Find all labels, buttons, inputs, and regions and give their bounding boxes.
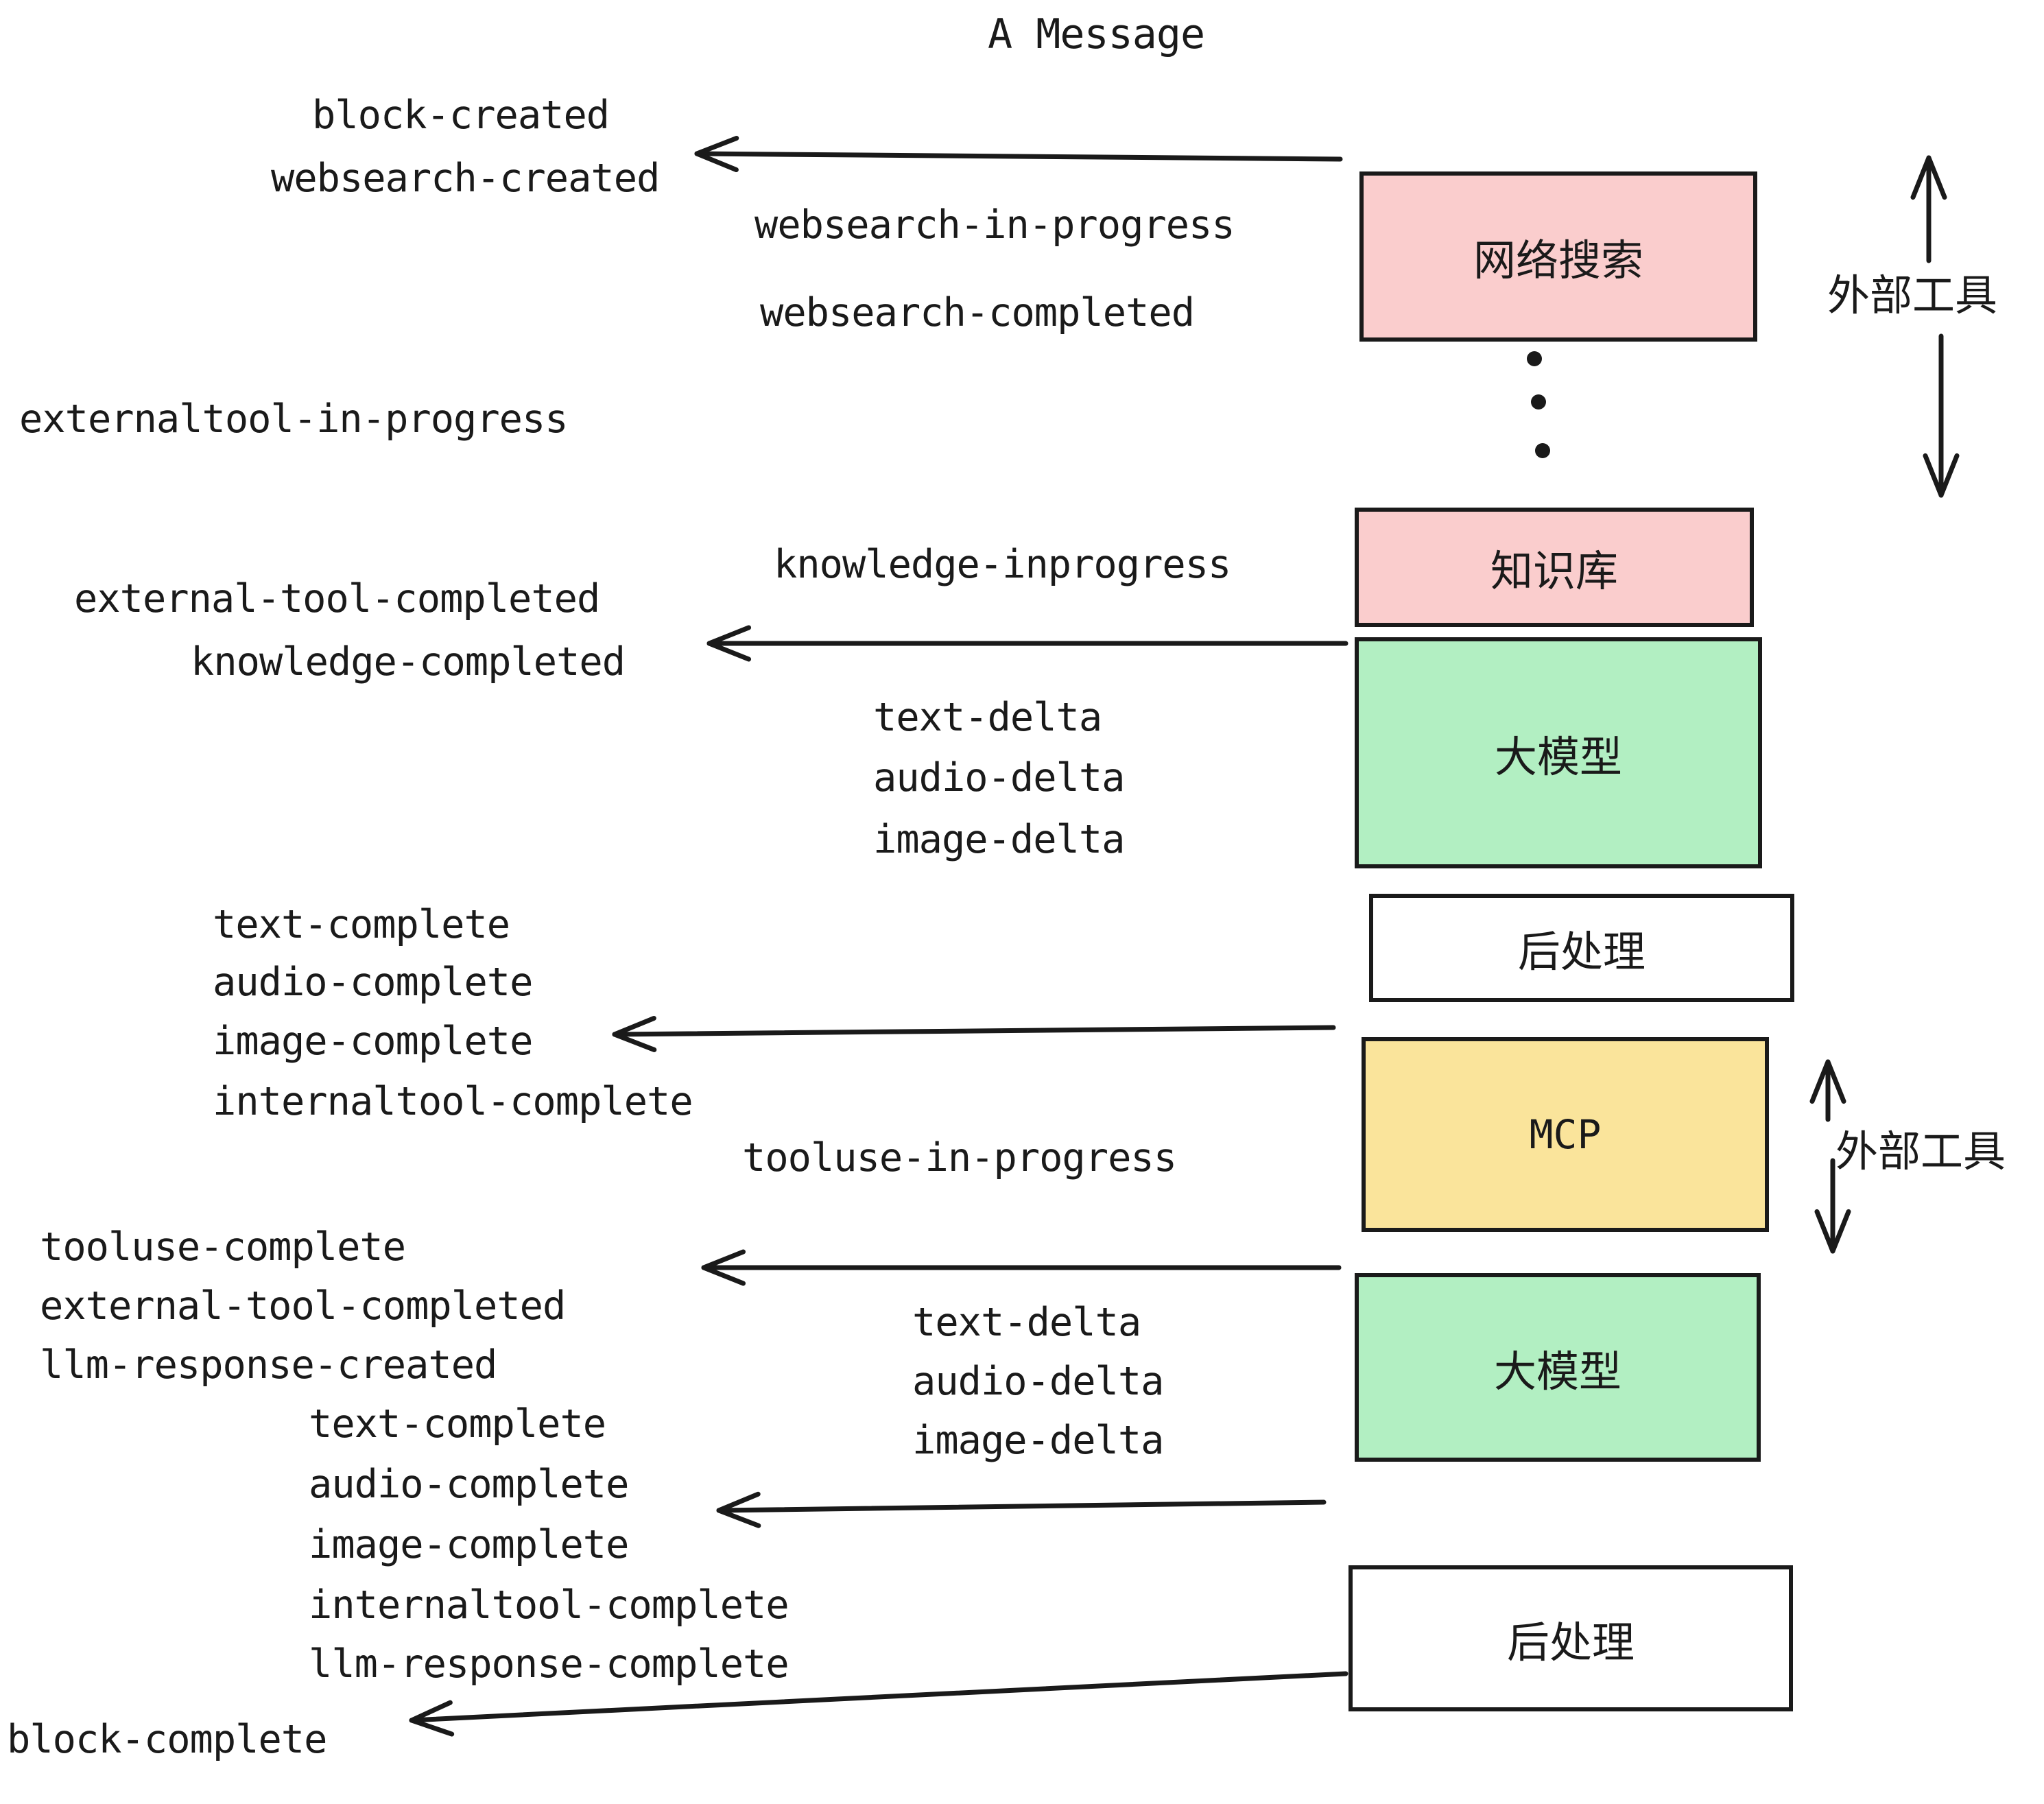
diagram-title: A Message bbox=[988, 10, 1205, 58]
event-label-audio-delta-2: audio-delta bbox=[912, 1359, 1164, 1404]
event-label-externaltool-in-progress: externaltool-in-progress bbox=[19, 396, 569, 442]
event-label-audio-complete-1: audio-complete bbox=[213, 960, 533, 1005]
arrow-ext-down-2-head bbox=[1814, 1209, 1851, 1254]
ellipsis-dot-3 bbox=[1535, 443, 1550, 458]
event-label-websearch-created: websearch-created bbox=[271, 156, 660, 201]
event-label-llm-response-created: llm-response-created bbox=[40, 1342, 497, 1388]
node-box-llm-2: 大模型 bbox=[1355, 1273, 1761, 1462]
arrow-llm2-out-head bbox=[716, 1491, 761, 1528]
arrow-ext-up-1-head bbox=[1910, 155, 1947, 200]
side-label-external-tools-top: 外部工具 bbox=[1827, 270, 1998, 320]
arrow-postprocess-out-line bbox=[612, 1025, 1336, 1037]
arrow-ext-up-2-head bbox=[1809, 1059, 1846, 1104]
node-label-postprocess-2: 后处理 bbox=[1506, 1617, 1635, 1667]
event-label-text-delta-1: text-delta bbox=[873, 695, 1102, 740]
ellipsis-dot-1 bbox=[1527, 351, 1542, 366]
node-label-websearch: 网络搜索 bbox=[1473, 235, 1643, 285]
node-box-postprocess-2: 后处理 bbox=[1348, 1565, 1793, 1711]
event-label-external-tool-completed: external-tool-completed bbox=[74, 576, 600, 621]
arrow-postprocess-out-head bbox=[612, 1015, 657, 1052]
node-label-postprocess-1: 后处理 bbox=[1517, 927, 1645, 977]
event-label-external-tool-completed-2: external-tool-completed bbox=[40, 1283, 566, 1329]
event-label-text-complete-1: text-complete bbox=[213, 902, 510, 947]
node-label-mcp: MCP bbox=[1529, 1111, 1602, 1158]
event-label-audio-delta-1: audio-delta bbox=[873, 755, 1125, 800]
node-box-websearch: 网络搜索 bbox=[1359, 171, 1757, 342]
ellipsis-dot-2 bbox=[1531, 394, 1546, 410]
event-label-llm-response-complete: llm-response-complete bbox=[309, 1641, 789, 1687]
event-label-image-complete-2: image-complete bbox=[309, 1522, 629, 1567]
event-label-websearch-in-progress: websearch-in-progress bbox=[754, 202, 1235, 248]
event-label-block-complete: block-complete bbox=[7, 1717, 327, 1762]
node-box-llm-1: 大模型 bbox=[1355, 637, 1762, 868]
event-label-knowledge-completed: knowledge-completed bbox=[191, 639, 626, 685]
event-label-tooluse-in-progress: tooluse-in-progress bbox=[742, 1135, 1177, 1180]
node-label-llm-1: 大模型 bbox=[1494, 731, 1622, 782]
arrow-websearch-out-head bbox=[694, 135, 739, 172]
arrow-mcp-out-head bbox=[701, 1249, 746, 1286]
arrow-ext-down-1-head bbox=[1923, 453, 1960, 498]
event-label-text-complete-2: text-complete bbox=[309, 1401, 606, 1447]
event-label-internaltool-complete-2: internaltool-complete bbox=[309, 1582, 789, 1628]
event-label-image-complete-1: image-complete bbox=[213, 1019, 533, 1064]
node-box-mcp: MCP bbox=[1362, 1037, 1769, 1232]
node-box-postprocess-1: 后处理 bbox=[1369, 894, 1794, 1002]
event-label-internaltool-complete-1: internaltool-complete bbox=[213, 1079, 693, 1124]
arrow-llm2-out-line bbox=[716, 1499, 1327, 1513]
event-label-knowledge-inprogress: knowledge-inprogress bbox=[774, 542, 1231, 587]
node-label-llm-2: 大模型 bbox=[1493, 1346, 1621, 1397]
event-label-image-delta-2: image-delta bbox=[912, 1418, 1164, 1463]
arrow-block-complete-head bbox=[409, 1700, 455, 1737]
event-label-block-created: block-created bbox=[312, 93, 610, 138]
arrow-websearch-out-line bbox=[694, 151, 1343, 162]
side-label-external-tools-bottom: 外部工具 bbox=[1835, 1126, 2006, 1176]
event-label-image-delta-1: image-delta bbox=[873, 817, 1125, 862]
arrow-knowledge-out-head bbox=[706, 625, 752, 662]
node-label-knowledge: 知识库 bbox=[1490, 546, 1618, 596]
event-label-audio-complete-2: audio-complete bbox=[309, 1462, 629, 1507]
node-box-knowledge: 知识库 bbox=[1355, 508, 1754, 627]
event-label-text-delta-2: text-delta bbox=[912, 1300, 1141, 1345]
event-label-tooluse-complete: tooluse-complete bbox=[40, 1224, 406, 1270]
event-label-websearch-completed: websearch-completed bbox=[760, 290, 1195, 335]
